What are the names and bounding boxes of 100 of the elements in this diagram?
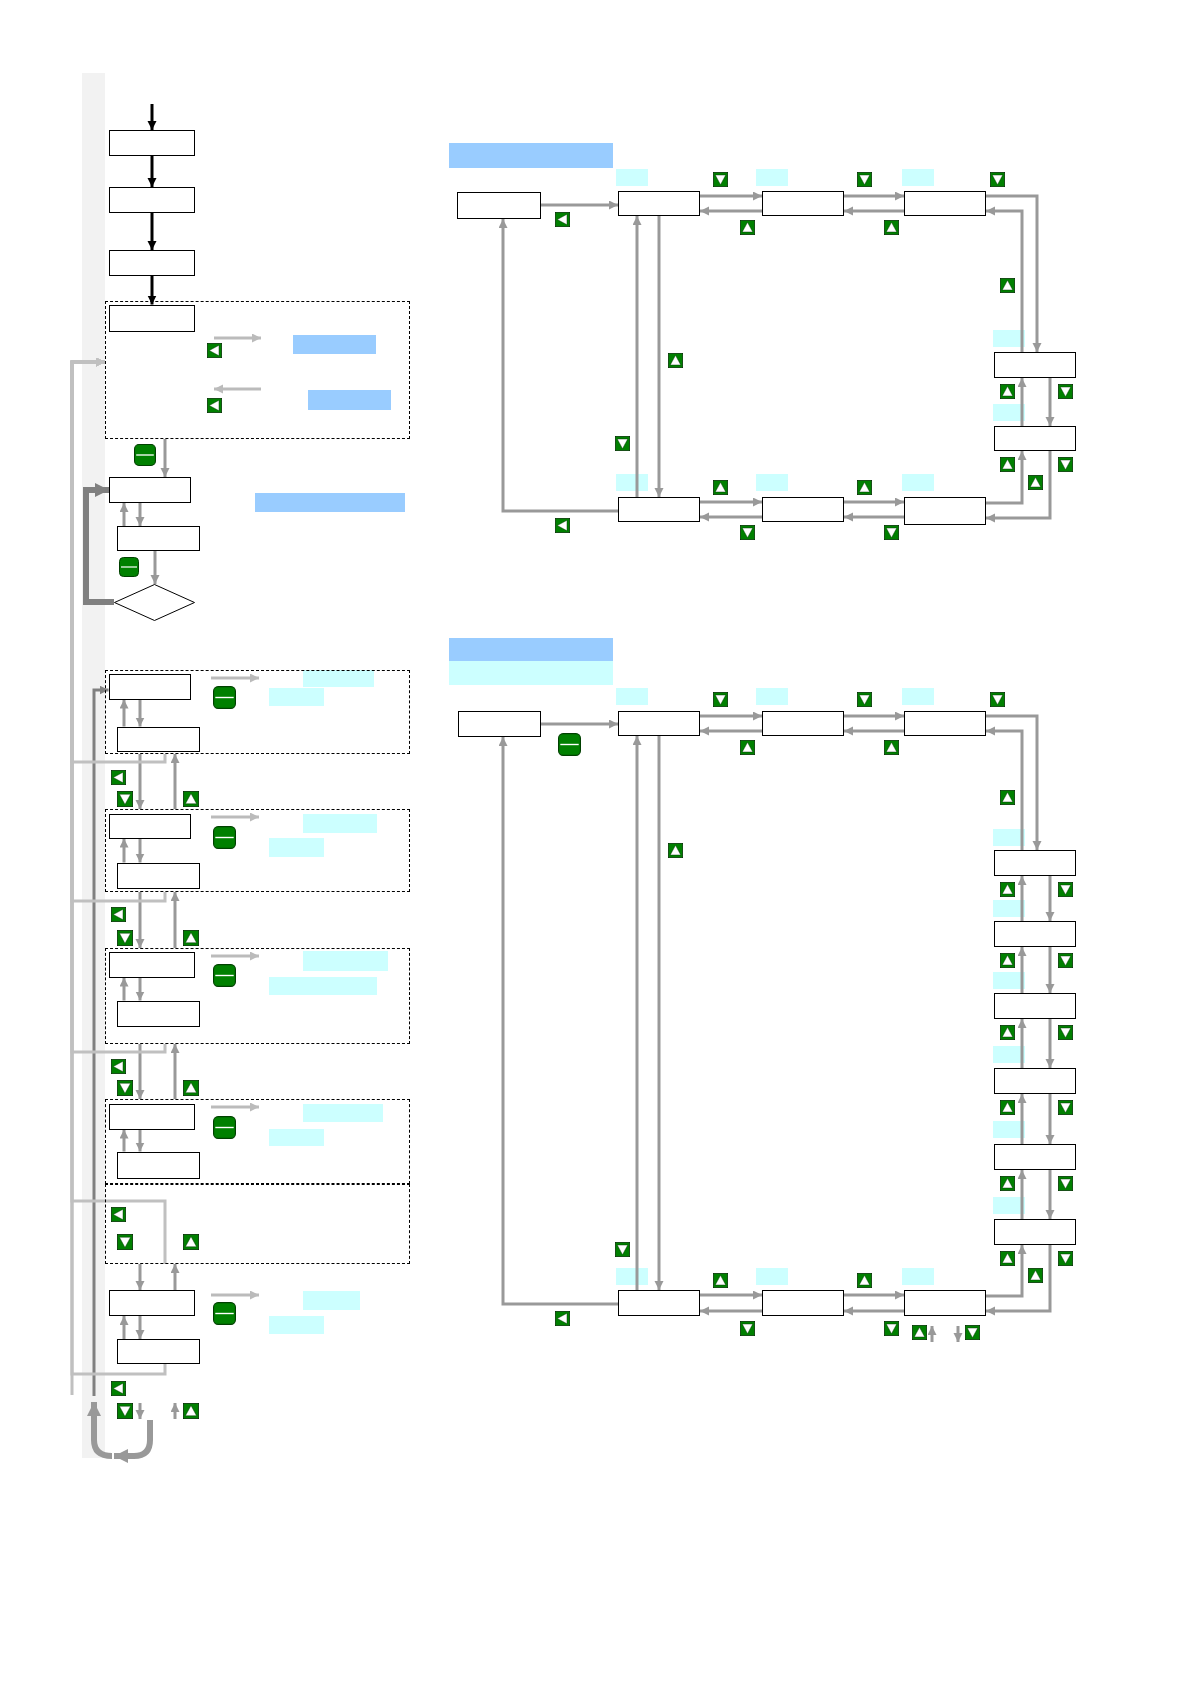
- arrow: [844, 1290, 904, 1300]
- display-box: [994, 1068, 1076, 1094]
- arrow: [170, 1264, 180, 1290]
- arrow: [844, 206, 904, 216]
- arrow: [654, 736, 664, 1290]
- display-box: [108, 1103, 195, 1130]
- arrow: [147, 156, 157, 187]
- arrow: [986, 451, 1052, 523]
- arrow: [986, 451, 1027, 505]
- arrow: [700, 206, 762, 216]
- display-box: [994, 426, 1076, 451]
- display-box: [762, 711, 844, 736]
- display-box: [109, 1290, 195, 1316]
- arrow: [135, 699, 145, 727]
- arrow: [700, 191, 762, 201]
- arrow: [119, 1316, 129, 1339]
- arrow: [1017, 1019, 1027, 1068]
- arrow: [986, 206, 1024, 352]
- display-box: [904, 1290, 986, 1316]
- display-box: [618, 191, 700, 216]
- display-box: [618, 1290, 700, 1316]
- arrow: [541, 719, 618, 729]
- arrow: [119, 977, 129, 1001]
- display-box: [994, 921, 1076, 947]
- arrow: [135, 1129, 145, 1152]
- arrow: [1017, 1094, 1027, 1144]
- arrow: [1017, 1170, 1027, 1219]
- dashed-group-box: [105, 670, 410, 754]
- arrow: [498, 737, 618, 1306]
- display-box: [109, 187, 195, 213]
- arrow: [986, 726, 1024, 850]
- display-box: [108, 813, 191, 839]
- display-box: [618, 711, 700, 736]
- arrow: [700, 497, 762, 507]
- dashed-group-box: [105, 1184, 410, 1264]
- display-box: [994, 1219, 1076, 1245]
- arrow: [135, 503, 145, 526]
- arrow: [986, 1245, 1027, 1298]
- arrow: [135, 1044, 145, 1099]
- arrow: [135, 1264, 145, 1290]
- arrow: [135, 838, 145, 863]
- arrow: [844, 512, 904, 522]
- arrow: [986, 194, 1042, 352]
- display-box: [994, 1144, 1076, 1170]
- display-box: [109, 250, 195, 276]
- arrow: [119, 503, 129, 526]
- arrow: [160, 439, 170, 477]
- dashed-group-box: [105, 1099, 410, 1184]
- display-box: [116, 726, 200, 752]
- display-box: [904, 191, 986, 216]
- arrow: [135, 754, 145, 809]
- arrow: [632, 736, 642, 1290]
- display-box: [618, 497, 700, 522]
- display-box: [108, 673, 191, 700]
- display-box: [457, 192, 541, 219]
- arrow: [147, 104, 157, 130]
- display-box: [994, 993, 1076, 1019]
- display-box: [762, 1290, 844, 1316]
- arrow: [1045, 1170, 1055, 1219]
- arrow: [1017, 947, 1027, 993]
- arrow: [844, 497, 904, 507]
- arrow: [632, 216, 642, 497]
- arrow: [92, 685, 109, 1396]
- dashed-group-box: [105, 301, 410, 439]
- arrow: [1017, 876, 1027, 921]
- display-box: [904, 711, 986, 736]
- arrow: [986, 714, 1042, 850]
- display-box: [116, 1151, 200, 1179]
- arrow: [1045, 1094, 1055, 1144]
- arrow: [170, 754, 180, 809]
- display-box: [109, 477, 191, 503]
- arrow: [541, 200, 618, 210]
- arrow: [844, 191, 904, 201]
- arrow: [986, 1245, 1052, 1316]
- decision-diamond: [114, 584, 195, 621]
- display-box: [109, 130, 195, 156]
- arrow: [119, 1129, 129, 1152]
- arrow: [844, 1306, 904, 1316]
- display-box: [117, 526, 200, 551]
- arrow: [170, 892, 180, 948]
- display-box: [108, 304, 195, 332]
- arrow: [150, 551, 160, 584]
- display-box: [904, 497, 986, 525]
- display-box: [458, 711, 541, 737]
- arrow: [83, 483, 114, 605]
- arrow: [135, 892, 145, 948]
- arrow: [1045, 876, 1055, 921]
- display-box: [994, 352, 1076, 378]
- arrow: [700, 1290, 762, 1300]
- dashed-group-box: [105, 809, 410, 892]
- arrow: [1017, 378, 1027, 426]
- arrow: [1045, 947, 1055, 993]
- arrow: [147, 213, 157, 250]
- arrow: [1045, 378, 1055, 426]
- arrow: [135, 977, 145, 1001]
- arrow: [700, 726, 762, 736]
- display-box: [762, 497, 844, 522]
- arrow: [700, 512, 762, 522]
- display-box: [117, 1339, 200, 1364]
- dashed-group-box: [105, 948, 410, 1044]
